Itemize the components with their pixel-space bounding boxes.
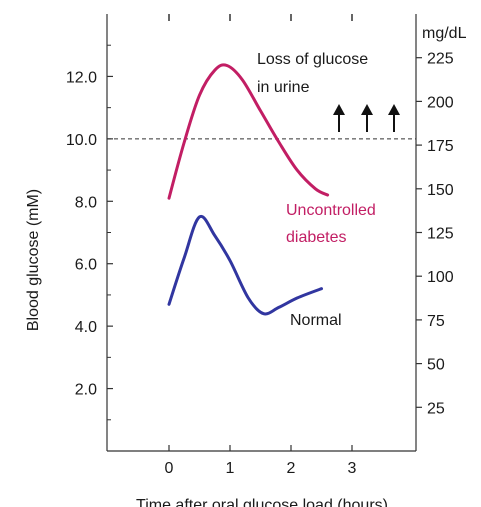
y-tick-label: 8.0: [75, 194, 97, 211]
y-tick-label: 6.0: [75, 257, 97, 274]
y-axis-title: Blood glucose (mM): [25, 189, 42, 331]
x-tick-label: 0: [165, 460, 174, 477]
y2-tick-label: 75: [427, 313, 445, 330]
loss-arrows: [333, 104, 400, 132]
y2-axis-title: mg/dL: [422, 25, 467, 42]
y2-tick-label: 150: [427, 182, 454, 199]
up-arrow-icon: [333, 104, 345, 132]
ticks-group: 2.04.06.08.010.012.025507510012515017520…: [66, 14, 454, 477]
x-tick-label: 2: [287, 460, 296, 477]
series-group: [167, 63, 330, 316]
y2-tick-label: 25: [427, 400, 445, 417]
y-tick-label: 4.0: [75, 319, 97, 336]
y2-tick-label: 125: [427, 226, 454, 243]
y-tick-label: 10.0: [66, 132, 97, 149]
x-axis-title: Time after oral glucose load (hours): [136, 497, 388, 507]
y2-tick-label: 175: [427, 138, 454, 155]
up-arrow-icon: [361, 104, 373, 132]
x-tick-label: 1: [226, 460, 235, 477]
annotation-loss-line2: in urine: [257, 79, 310, 96]
y2-tick-label: 100: [427, 269, 454, 286]
y-tick-label: 12.0: [66, 69, 97, 86]
series-line-normal: [167, 214, 323, 316]
x-tick-label: 3: [348, 460, 357, 477]
series-label-normal: Normal: [290, 312, 342, 329]
y2-tick-label: 200: [427, 94, 454, 111]
series-line-uncontrolled-diabetes: [167, 63, 330, 200]
y2-tick-label: 50: [427, 357, 445, 374]
y-tick-label: 2.0: [75, 382, 97, 399]
y2-tick-label: 225: [427, 51, 454, 68]
series-label-uncontrolled-line2: diabetes: [286, 229, 347, 246]
annotation-loss-line1: Loss of glucose: [257, 51, 368, 68]
up-arrow-icon: [388, 104, 400, 132]
series-label-uncontrolled-line1: Uncontrolled: [286, 202, 376, 219]
